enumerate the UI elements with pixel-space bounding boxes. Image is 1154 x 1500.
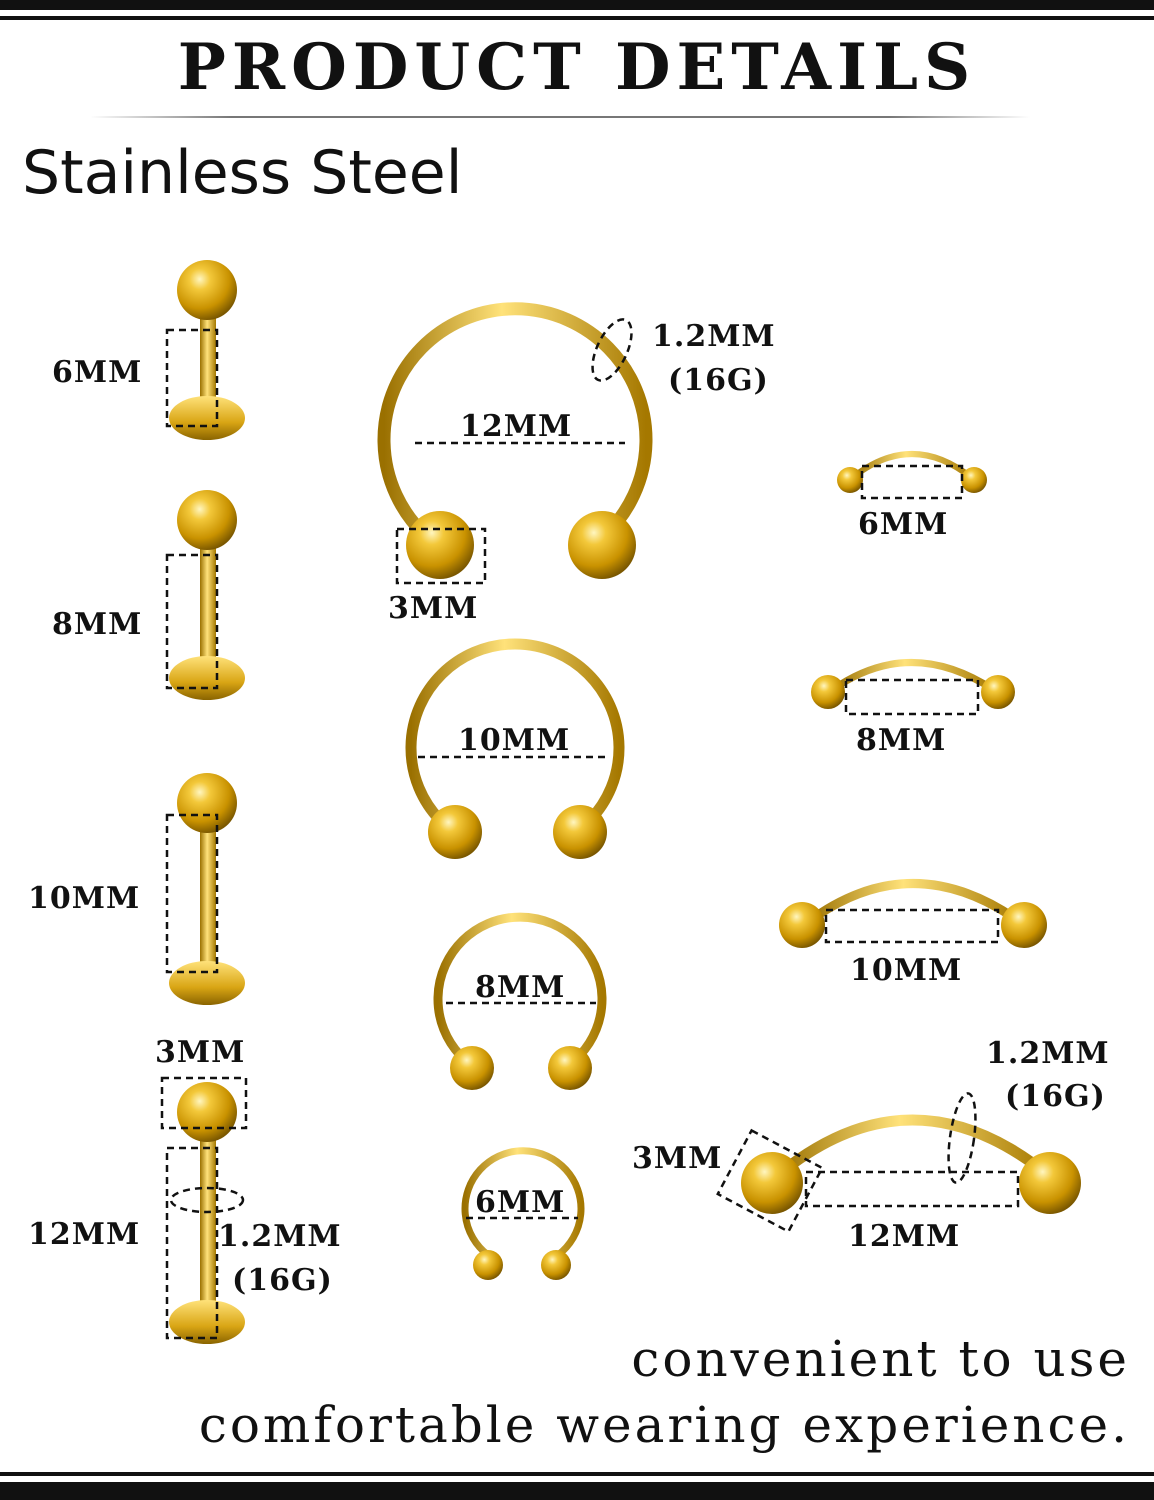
curved-size-label: 12MM: [848, 1219, 960, 1254]
horseshoe-8mm: 8MM: [433, 912, 607, 1090]
labret-10mm: 10MM: [28, 773, 245, 1005]
tagline-line-1: convenient to use: [631, 1330, 1130, 1388]
horseshoe-6mm: 6MM: [461, 1147, 585, 1280]
labret-6mm: 6MM: [52, 260, 245, 440]
material-subtitle: Stainless Steel: [22, 138, 463, 208]
curved-8mm: 8MM: [811, 659, 1015, 758]
horseshoe-ball-label: 3MM: [388, 591, 478, 626]
labret-gauge-label: 1.2MM: [218, 1219, 342, 1254]
curved-gauge-label: 1.2MM: [986, 1036, 1110, 1071]
horseshoe-size-label: 8MM: [475, 970, 565, 1005]
horseshoe-12mm: 12MM 3MM 1.2MM (16G): [377, 302, 776, 626]
labret-8mm: 8MM: [52, 490, 245, 700]
tagline-line-2: comfortable wearing experience.: [198, 1396, 1130, 1454]
top-border: [0, 0, 1154, 10]
bottom-border: [0, 1482, 1154, 1500]
curved-12mm: 3MM 12MM 1.2MM (16G): [632, 1036, 1110, 1254]
horseshoe-gauge-sub: (16G): [668, 363, 769, 398]
curved-gauge-sub: (16G): [1005, 1079, 1106, 1114]
top-border-thin: [0, 16, 1154, 20]
horseshoe-size-label: 12MM: [460, 409, 572, 444]
curved-size-label: 8MM: [856, 723, 946, 758]
curved-size-label: 6MM: [858, 507, 948, 542]
labret-size-label: 12MM: [28, 1217, 140, 1252]
curved-6mm: 6MM: [837, 451, 987, 542]
labret-size-label: 10MM: [28, 881, 140, 916]
labret-size-label: 8MM: [52, 607, 142, 642]
page-title: PRODUCT DETAILS: [177, 30, 977, 105]
curved-10mm: 10MM: [779, 879, 1047, 988]
labret-gauge-sub: (16G): [232, 1263, 333, 1298]
curved-size-label: 10MM: [850, 953, 962, 988]
title-divider: [90, 116, 1030, 118]
horseshoe-size-label: 10MM: [458, 723, 570, 758]
horseshoe-gauge-label: 1.2MM: [652, 319, 776, 354]
curved-ball-label: 3MM: [632, 1141, 722, 1176]
horseshoe-size-label: 6MM: [475, 1185, 565, 1220]
labret-ball-label: 3MM: [155, 1035, 245, 1070]
horseshoe-10mm: 10MM: [405, 638, 625, 859]
bottom-border-thin: [0, 1472, 1154, 1476]
labret-12mm: 12MM 1.2MM (16G): [28, 1076, 342, 1344]
labret-size-label: 6MM: [52, 355, 142, 390]
